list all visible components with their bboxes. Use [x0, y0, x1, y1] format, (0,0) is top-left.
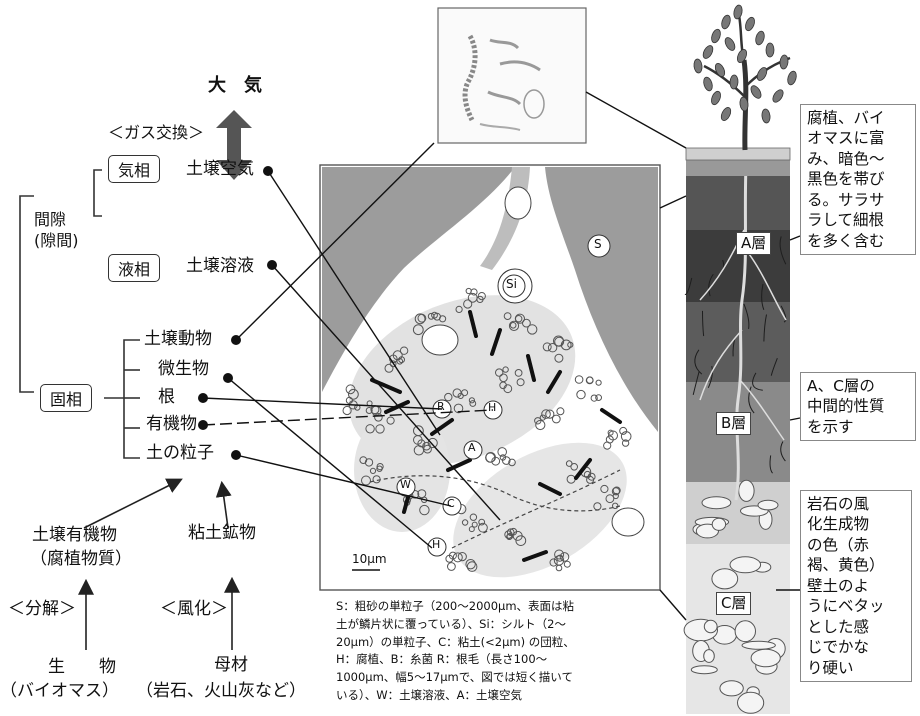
connector-lines [202, 91, 801, 621]
a-layer-note: 腐植、バイ オマスに富 み、暗色〜 黒色を帯び る。サラサ ラして細根 を多く含… [800, 104, 916, 256]
micro-label-a: A [468, 441, 476, 454]
soil-animals-inset [437, 7, 587, 144]
soil-solution-label: 土壌溶液 [186, 256, 254, 276]
micro-caption: S：粗砂の単粒子（200〜2000μm、表面は粘 土が鱗片状に覆っている）、Si… [336, 599, 575, 703]
soil-organic-matter-label: 土壌有機物 [32, 525, 117, 545]
clay-mineral-label: 粘土鉱物 [188, 523, 256, 543]
c-layer-tag: C層 [716, 592, 752, 615]
b-layer-tag: B層 [716, 412, 752, 435]
b-layer-note: A、C層の 中間的性質 を示す [800, 372, 916, 442]
scale-bar-label: 10μm [352, 552, 387, 566]
a-layer-tag: A層 [736, 232, 772, 255]
gas-exchange-label: ＜ガス交換＞ [108, 123, 205, 142]
atmosphere-label: 大 気 [208, 75, 262, 96]
humus-label: （腐植物質） [30, 549, 132, 569]
solid-item-roots: 根 [158, 387, 175, 407]
solid-phase-box: 固相 [40, 384, 92, 412]
pore-bracket [93, 169, 102, 217]
micro-label-w: W [400, 478, 411, 491]
soil-profile [683, 147, 791, 714]
micro-label-r: R [437, 400, 445, 413]
gas-phase-box: 気相 [108, 155, 160, 183]
micro-label-h2: H [432, 538, 441, 551]
decomposition-label: ＜分解＞ [8, 599, 76, 619]
parent-material-examples: （岩石、火山灰など） [136, 681, 306, 701]
micro-panel [319, 164, 661, 591]
micro-label-c: C [447, 497, 455, 510]
solid-bracket [104, 339, 140, 459]
solid-item-soil-animals: 土壌動物 [144, 329, 212, 349]
biomass-label: （バイオマス） [0, 681, 119, 701]
liquid-phase-box: 液相 [108, 254, 160, 282]
solid-item-microorganisms: 微生物 [158, 359, 209, 379]
gas-exchange-arrow [216, 110, 252, 180]
tree-illustration [693, 4, 797, 151]
weathering-label: ＜風化＞ [160, 599, 228, 619]
micro-label-s: S [594, 237, 602, 251]
c-layer-note: 岩石の風 化生成物 の色（赤 褐、黄色） 壁土のよ うにベタッ とした感 じでか… [800, 490, 912, 683]
soil-air-label: 土壌空気 [186, 159, 254, 179]
solid-item-organic-matter: 有機物 [146, 414, 197, 434]
origin-arrows [78, 478, 240, 650]
main-bracket [19, 195, 34, 393]
parent-material-label: 母材 [214, 655, 248, 675]
organism-label: 生 物 [48, 657, 116, 677]
micro-label-si: Si [506, 277, 517, 291]
pore-group-label: 間隙 (隙間) [34, 210, 79, 250]
connector-dots [198, 166, 277, 460]
solid-item-soil-particles: 土の粒子 [146, 443, 214, 463]
micro-label-h: H [488, 401, 497, 414]
